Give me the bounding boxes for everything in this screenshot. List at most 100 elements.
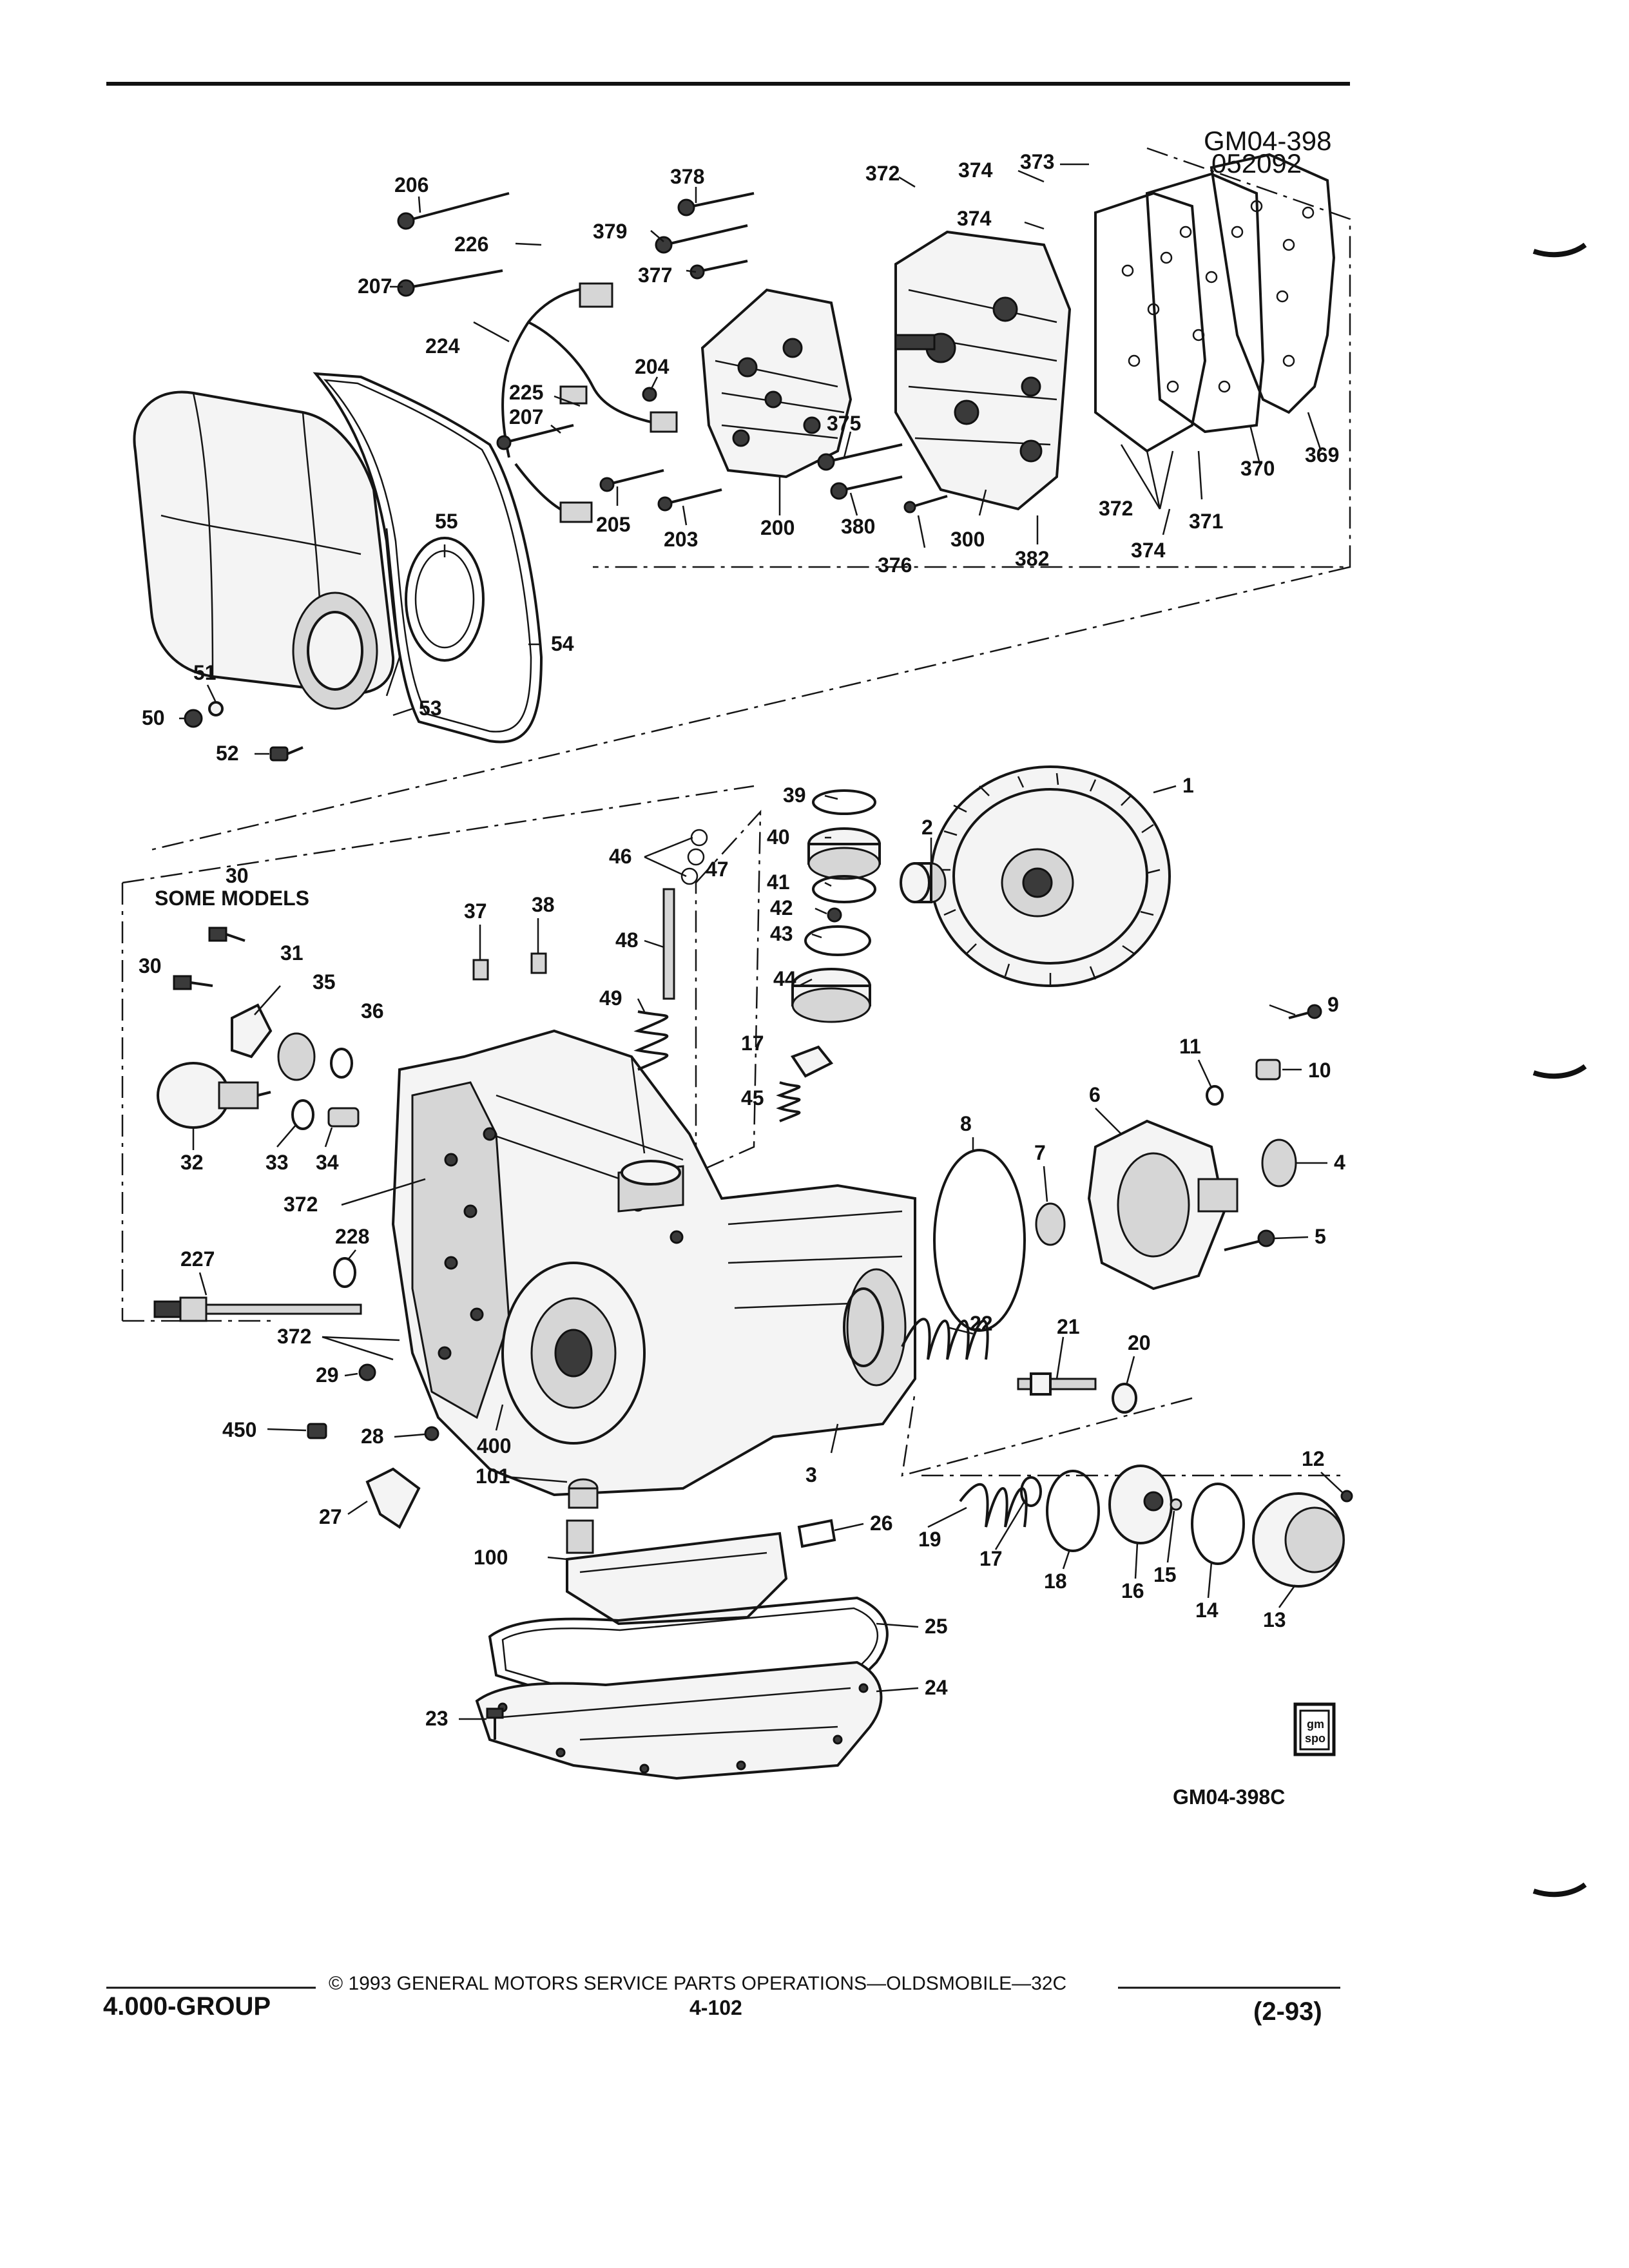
callout-25: 25 <box>925 1615 948 1638</box>
footer-page-number: 4-102 <box>689 1996 742 2019</box>
callout-7: 7 <box>1034 1141 1046 1164</box>
plug-450 <box>307 1423 327 1439</box>
callout-6: 6 <box>1089 1083 1101 1106</box>
callout-374: 374 <box>958 159 993 182</box>
valve-body-200 <box>700 288 853 479</box>
spacer-plate-369 <box>1210 153 1336 414</box>
bushing-7 <box>1035 1202 1066 1246</box>
callout-22: 22 <box>970 1312 993 1335</box>
seal-4 <box>1261 1139 1297 1187</box>
bolt-9 <box>1288 1004 1322 1019</box>
oring-11 <box>1206 1085 1224 1106</box>
transaxle-case <box>391 1029 916 1497</box>
plug-29 <box>358 1363 376 1381</box>
callout-23: 23 <box>425 1707 448 1730</box>
callout-224: 224 <box>425 334 460 358</box>
seal-36 <box>330 1048 353 1079</box>
callout-2: 2 <box>921 816 933 839</box>
callout-12: 12 <box>1302 1447 1325 1470</box>
callout-373: 373 <box>1020 150 1054 173</box>
callout-13: 13 <box>1263 1608 1286 1631</box>
footer-group: 4.000-GROUP <box>103 1992 271 2021</box>
binding-mark-1 <box>1532 242 1587 258</box>
callout-28: 28 <box>361 1425 384 1448</box>
callout-101: 101 <box>476 1465 510 1488</box>
callout-1: 1 <box>1182 774 1194 797</box>
callout-55: 55 <box>435 510 458 533</box>
bracket-31 <box>231 1003 273 1059</box>
valve-21 <box>1017 1372 1097 1396</box>
side-cover <box>133 390 401 710</box>
callout-31: 31 <box>280 941 304 965</box>
callout-4: 4 <box>1334 1151 1345 1174</box>
accumulator-group <box>959 1465 1353 1588</box>
callout-39: 39 <box>783 783 806 807</box>
callout-400: 400 <box>477 1434 511 1457</box>
callout-225: 225 <box>509 381 543 404</box>
callout-11: 11 <box>1179 1035 1201 1058</box>
washer-20 <box>1112 1383 1137 1414</box>
callout-32: 32 <box>180 1151 204 1174</box>
oil-filter-100 <box>566 1519 788 1626</box>
callout-10: 10 <box>1308 1059 1331 1082</box>
callout-372: 372 <box>865 162 900 185</box>
callout-26: 26 <box>870 1512 893 1535</box>
callout-207: 207 <box>358 274 392 298</box>
gm-spo-logo: gm spo <box>1293 1702 1336 1756</box>
callout-30: 30 <box>139 954 162 977</box>
callout-40: 40 <box>767 825 790 849</box>
callout-27: 27 <box>319 1505 342 1528</box>
wiring-harness <box>501 282 678 523</box>
callout-17: 17 <box>979 1547 1003 1570</box>
callout-226: 226 <box>454 233 488 256</box>
plugs-37-38 <box>472 952 547 981</box>
callout-38: 38 <box>532 893 555 916</box>
callout-372: 372 <box>284 1193 318 1216</box>
callout-29: 29 <box>316 1363 339 1387</box>
callout-37: 37 <box>464 899 487 923</box>
leader-lines <box>179 163 1344 1720</box>
spacer-plate-370 <box>1145 172 1265 434</box>
shaft-227 <box>153 1296 362 1322</box>
callout-36: 36 <box>361 999 384 1023</box>
callout-33: 33 <box>265 1151 289 1174</box>
callout-206: 206 <box>394 173 429 197</box>
binding-mark-2 <box>1532 1064 1587 1079</box>
callout-9: 9 <box>1327 993 1339 1016</box>
binding-mark-3 <box>1532 1882 1587 1898</box>
torque-converter <box>930 765 1171 987</box>
callout-16: 16 <box>1121 1579 1144 1602</box>
callout-228: 228 <box>335 1225 369 1248</box>
housing-6 <box>1087 1119 1239 1291</box>
servo-assembly <box>633 789 881 1122</box>
figure-code-top: GM04-398 <box>1204 126 1331 156</box>
callout-44: 44 <box>773 967 796 990</box>
plug-28 <box>424 1426 439 1441</box>
callout-19: 19 <box>918 1528 941 1551</box>
bolt-5 <box>1224 1229 1275 1251</box>
fitting-34 <box>327 1107 360 1128</box>
callout-54: 54 <box>551 632 574 655</box>
callout-374: 374 <box>1131 539 1166 562</box>
callout-52: 52 <box>216 742 239 765</box>
callout-14: 14 <box>1195 1599 1219 1622</box>
callout-3: 3 <box>805 1463 817 1486</box>
seal-55 <box>405 537 485 662</box>
bolt-30 <box>173 927 246 990</box>
callout-227: 227 <box>180 1247 215 1271</box>
servo-parts-box <box>695 809 762 1174</box>
callout-15: 15 <box>1153 1563 1177 1586</box>
some-models-note: SOME MODELS <box>155 887 309 910</box>
oring-8 <box>933 1149 1026 1332</box>
fitting-10 <box>1255 1059 1281 1081</box>
spring-22 <box>843 1287 989 1367</box>
bolt-52 <box>269 746 304 762</box>
callout-34: 34 <box>316 1151 339 1174</box>
callout-49: 49 <box>599 986 622 1010</box>
top-group-border <box>148 147 1351 852</box>
callout-20: 20 <box>1128 1331 1151 1354</box>
callout-45: 45 <box>741 1086 764 1110</box>
callout-labels: 206 378 372 374 373 226 379 374 207 377 … <box>139 150 1345 1730</box>
callout-379: 379 <box>593 220 627 243</box>
